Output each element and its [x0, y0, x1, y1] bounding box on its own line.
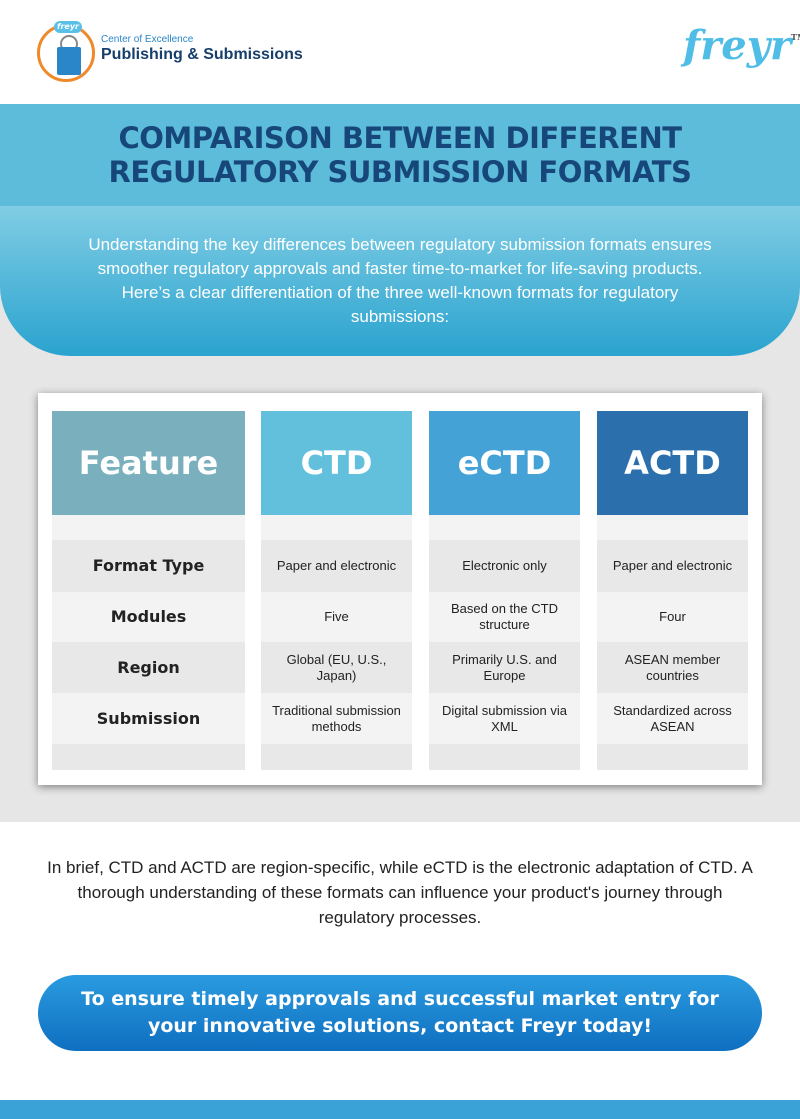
- summary-text: In brief, CTD and ACTD are region-specif…: [47, 858, 753, 927]
- spacer-row: [597, 744, 748, 770]
- contact-cta-button[interactable]: To ensure timely approvals and successfu…: [38, 975, 762, 1051]
- cell-format-type: Electronic only: [429, 540, 580, 592]
- intro-panel: Understanding the key differences betwee…: [0, 206, 800, 356]
- trademark: TM: [791, 32, 800, 42]
- freyr-logo: freyrTM: [683, 22, 800, 69]
- title-line-2: REGULATORY SUBMISSION FORMATS: [108, 155, 692, 189]
- intro-text: Understanding the key differences betwee…: [88, 235, 712, 326]
- spacer-row: [52, 744, 245, 770]
- logo-tag: freyr: [54, 21, 82, 33]
- publishing-logo-icon: freyr: [37, 21, 95, 82]
- header-subtitle: Center of Excellence: [101, 34, 194, 45]
- cell-format-type: Paper and electronic: [597, 540, 748, 592]
- cell-submission: Standardized across ASEAN: [597, 693, 748, 744]
- cell-region: Global (EU, U.S., Japan): [261, 642, 412, 693]
- cell-region: ASEAN member countries: [597, 642, 748, 693]
- spacer-row: [597, 515, 748, 540]
- cell-region: Region: [52, 642, 245, 693]
- cell-submission: Traditional submission methods: [261, 693, 412, 744]
- cell-format-type: Paper and electronic: [261, 540, 412, 592]
- cell-region: Primarily U.S. and Europe: [429, 642, 580, 693]
- footer-bar: [0, 1100, 800, 1119]
- spacer-row: [429, 744, 580, 770]
- column-header: ACTD: [597, 411, 748, 515]
- cell-modules: Modules: [52, 592, 245, 642]
- cell-format-type: Format Type: [52, 540, 245, 592]
- spacer-row: [261, 515, 412, 540]
- spacer-row: [52, 515, 245, 540]
- column-header: Feature: [52, 411, 245, 515]
- cell-modules: Five: [261, 592, 412, 642]
- cell-submission: Submission: [52, 693, 245, 744]
- spacer-row: [261, 744, 412, 770]
- header: freyr Center of Excellence Publishing & …: [0, 0, 800, 104]
- column-header: eCTD: [429, 411, 580, 515]
- column-header: CTD: [261, 411, 412, 515]
- brand-name: freyr: [683, 22, 792, 69]
- title-line-1: COMPARISON BETWEEN DIFFERENT: [118, 121, 682, 155]
- spacer-row: [429, 515, 580, 540]
- cell-modules: Four: [597, 592, 748, 642]
- header-title: Publishing & Submissions: [101, 46, 303, 63]
- document-icon: [57, 47, 81, 75]
- cell-modules: Based on the CTD structure: [429, 592, 580, 642]
- cell-submission: Digital submission via XML: [429, 693, 580, 744]
